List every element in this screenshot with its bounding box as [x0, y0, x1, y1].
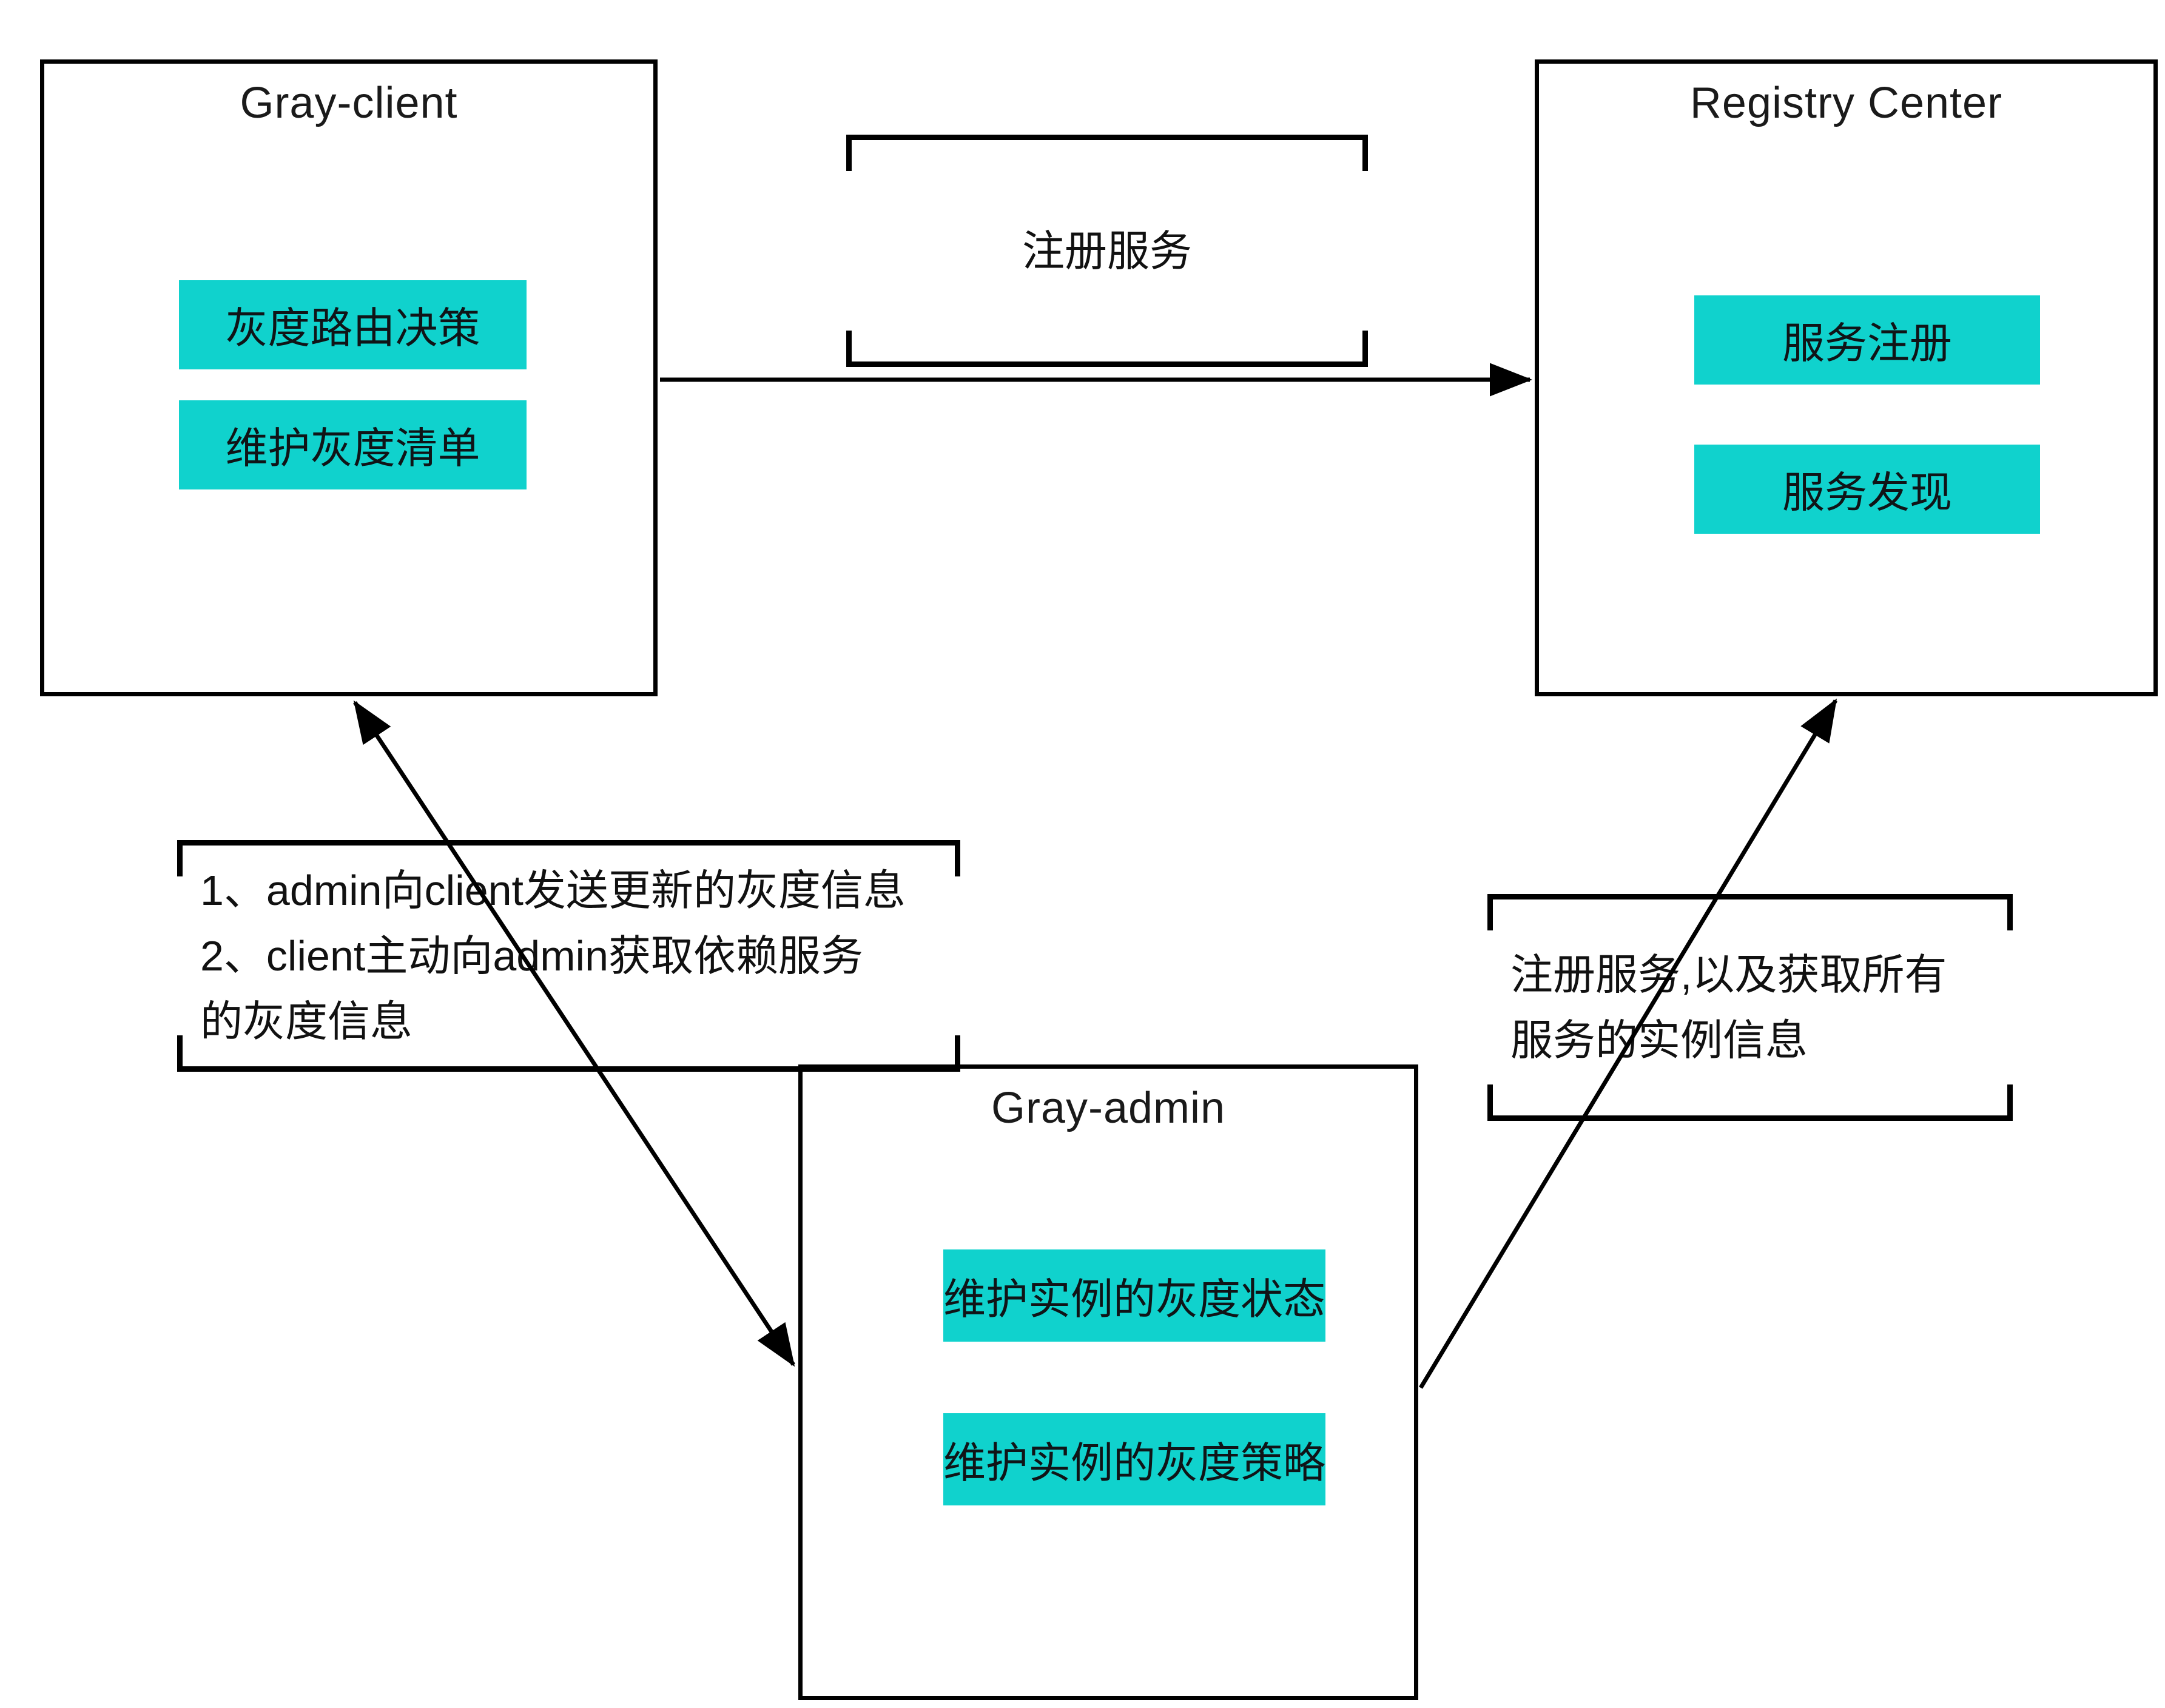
annotation-admin-client-sync-text: 1、admin向client发送更新的灰度信息 2、client主动向admin…	[177, 840, 960, 1072]
annotation-line: 注册服务,以及获取所有	[1510, 951, 1947, 998]
capability-service-registration: 服务注册	[1694, 295, 2040, 385]
node-registry-center: Registry Center 服务注册 服务发现	[1535, 59, 2158, 696]
annotation-register-service-text: 注册服务	[846, 135, 1368, 367]
node-gray-client-title: Gray-client	[240, 79, 458, 127]
capability-label: 维护实例的灰度策略	[943, 1439, 1325, 1487]
node-gray-admin: Gray-admin 维护实例的灰度状态 维护实例的灰度策略	[798, 1064, 1418, 1700]
node-registry-center-title: Registry Center	[1689, 79, 2003, 127]
annotation-line: 的灰度信息	[200, 998, 412, 1045]
annotation-line: 服务的实例信息	[1510, 1017, 1808, 1064]
annotation-line: 2、client主动向admin获取依赖服务	[200, 932, 863, 980]
annotation-admin-client-sync: 1、admin向client发送更新的灰度信息 2、client主动向admin…	[177, 840, 960, 1072]
annotation-line: 注册服务	[1022, 227, 1192, 275]
bracket-bottom	[846, 331, 1368, 367]
capability-gray-routing-decision: 灰度路由决策	[179, 280, 527, 369]
annotation-register-service: 注册服务	[846, 135, 1368, 367]
capability-label: 维护实例的灰度状态	[943, 1275, 1325, 1323]
capability-maintain-instance-gray-policy: 维护实例的灰度策略	[943, 1413, 1325, 1505]
node-gray-client: Gray-client 灰度路由决策 维护灰度清单	[40, 59, 658, 696]
capability-label: 灰度路由决策	[225, 304, 480, 352]
capability-label: 服务注册	[1782, 320, 1952, 367]
annotation-admin-registry-text: 注册服务,以及获取所有 服务的实例信息	[1487, 894, 2013, 1121]
capability-service-discovery: 服务发现	[1694, 445, 2040, 534]
capability-label: 维护灰度清单	[225, 425, 480, 472]
capability-maintain-gray-list: 维护灰度清单	[179, 400, 527, 489]
annotation-line: 1、admin向client发送更新的灰度信息	[200, 867, 906, 914]
node-gray-admin-title: Gray-admin	[991, 1084, 1226, 1132]
capability-maintain-instance-gray-state: 维护实例的灰度状态	[943, 1249, 1325, 1342]
bracket-top	[846, 135, 1368, 171]
annotation-admin-registry: 注册服务,以及获取所有 服务的实例信息	[1487, 894, 2013, 1121]
capability-label: 服务发现	[1782, 469, 1952, 516]
